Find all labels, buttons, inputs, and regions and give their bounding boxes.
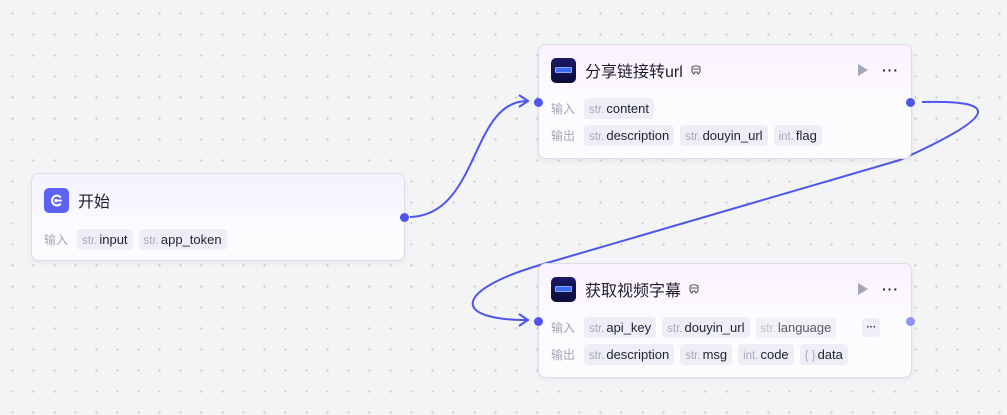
input-row: 输入 str. content [539,95,911,122]
output-port[interactable] [400,213,409,222]
plugin-mask-icon [691,65,701,75]
param-name: api_key [606,320,652,335]
param-tag: str. api_key [584,317,657,338]
param-type: str. [82,235,98,247]
param-tag: int. code [738,344,794,365]
output-label: 输出 [551,348,576,362]
param-type: int. [743,350,759,362]
node-title: 开始 [78,194,111,211]
plugin-mask-icon [689,284,699,294]
param-type: str. [685,131,701,143]
param-tag: str. description [584,125,675,146]
plugin-icon [551,276,576,302]
node-title: 分享链接转url [585,64,683,81]
param-type: str. [667,323,683,335]
param-name: app_token [160,232,222,247]
output-port[interactable] [906,98,915,107]
param-tag: str. language [755,317,837,338]
input-label: 输入 [551,321,576,335]
param-name: description [606,128,670,143]
param-name: content [606,101,649,116]
more-icon[interactable]: ··· [882,281,899,297]
param-tag: str. input [77,229,133,250]
input-row: 输入 str. api_key str. douyin_url str. lan… [539,314,911,341]
edge-start-to-share[interactable] [409,99,529,218]
plugin-icon [551,57,576,83]
output-label: 输出 [551,129,576,143]
param-type: str. [589,323,605,335]
node-header[interactable]: 开始 [32,174,404,226]
param-type: { } [804,350,816,362]
param-name: douyin_url [702,128,763,143]
param-name: input [99,232,128,247]
inputs-overflow-button[interactable]: ··· [862,318,881,337]
param-name: language [777,320,832,335]
start-icon [44,187,69,213]
param-type: str. [685,350,701,362]
node-share-to-url[interactable]: 分享链接转url ··· 输入 str. content 输出 str. des… [534,44,915,159]
param-name: description [606,347,670,362]
param-type: str. [143,235,159,247]
input-label: 输入 [551,102,576,116]
play-icon[interactable] [858,283,868,295]
edge-arrow-share [518,94,530,108]
param-tag: str. content [584,98,654,119]
param-tag: { } data [799,344,848,365]
input-port[interactable] [534,317,543,326]
param-type: str. [760,323,776,335]
param-tag: str. douyin_url [662,317,750,338]
param-tag: str. description [584,344,675,365]
param-name: flag [795,128,817,143]
param-tag: str. msg [680,344,733,365]
output-port[interactable] [906,317,915,326]
param-type: str. [589,104,605,116]
output-row: 输出 str. description str. douyin_url int.… [539,122,911,149]
edge-arrow-subtitles [518,313,530,327]
node-header[interactable]: 获取视频字幕 ··· [539,264,911,314]
node-get-subtitles[interactable]: 获取视频字幕 ··· 输入 str. api_key str. douyin_u… [534,263,915,378]
param-tag: str. douyin_url [680,125,768,146]
param-name: msg [702,347,728,362]
node-title: 获取视频字幕 [585,283,682,300]
param-name: code [760,347,789,362]
param-type: str. [589,350,605,362]
more-icon[interactable]: ··· [882,62,899,78]
node-start[interactable]: 开始 输入 str. input str. app_token [31,173,409,261]
param-tag: str. app_token [138,229,227,250]
param-type: int. [778,131,794,143]
param-name: data [817,347,843,362]
play-icon[interactable] [858,64,868,76]
param-name: douyin_url [684,320,745,335]
output-row: 输出 str. description str. msg int. code {… [539,341,911,368]
node-header[interactable]: 分享链接转url ··· [539,45,911,95]
input-port[interactable] [534,98,543,107]
param-tag: int. flag [773,125,822,146]
input-row: 输入 str. input str. app_token [32,226,404,253]
param-type: str. [589,131,605,143]
input-label: 输入 [44,233,69,247]
